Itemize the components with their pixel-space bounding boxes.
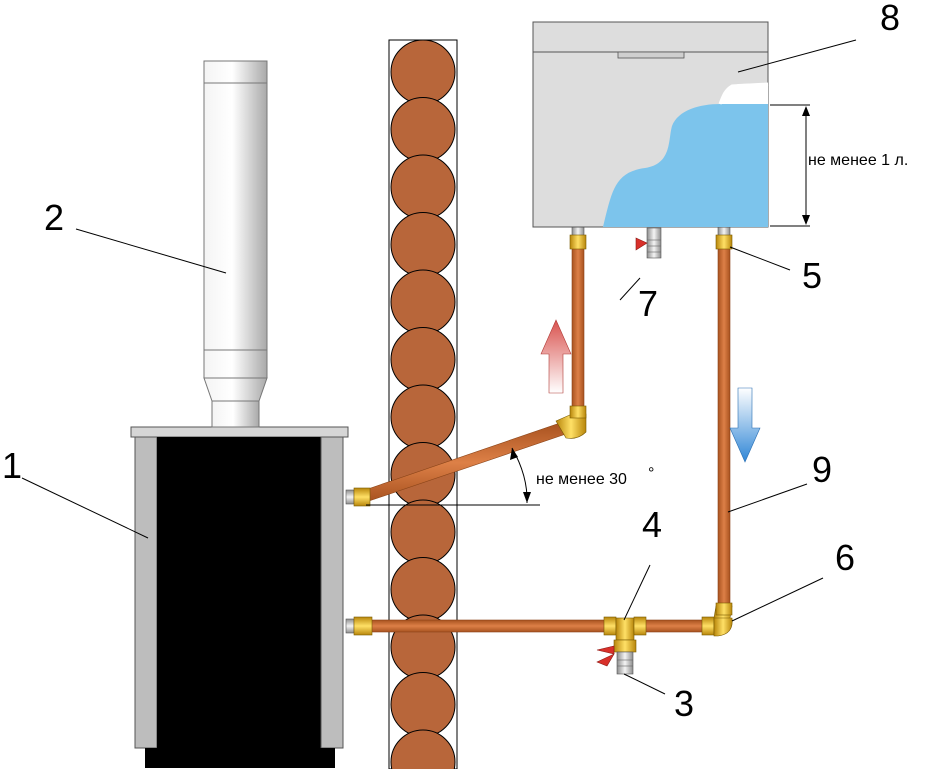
tee-body [615,617,635,641]
boiler-left-side [134,436,158,749]
return-pipe-vertical [717,245,731,617]
drain-valve-spout [616,651,634,675]
log-wall [388,39,458,769]
angle-note: не менее 30 [536,471,627,488]
label-tank-valve: 7 [638,283,658,324]
log [390,154,456,220]
fittings [345,225,733,675]
chimney-pipe [203,82,268,351]
drain-valve-body [613,639,637,653]
log [390,327,456,392]
level-dimension: не менее 1 л. [770,104,908,227]
tank-valve-handle [635,237,648,251]
log [390,672,456,737]
angle-dimension: не менее 30 ° [366,447,654,506]
label-pipe: 9 [812,449,832,490]
log [390,212,456,277]
boiler-upper-outlet-nipple [345,489,355,505]
boiler-top-plate [130,426,349,438]
label-tank: 8 [880,0,900,38]
boiler-body [157,437,321,748]
label-drain-valve: 3 [674,683,694,724]
return-pipe-horizontal [351,619,725,633]
log [390,97,456,162]
log [390,269,456,335]
chimney-top-cap [203,60,268,84]
label-boiler: 1 [2,445,22,486]
chimney-reducer [203,377,268,402]
tank-return-nut [715,234,733,250]
chimney-lower-sleeve [203,349,268,379]
hot-flow-arrow-up [540,319,572,394]
tee-left-nut [603,616,617,636]
log [390,39,456,105]
lower-elbow-top-nut [715,602,733,616]
tank-valve-body [646,227,662,259]
label-elbow: 6 [835,537,855,578]
number-labels: 1 2 3 4 5 6 7 8 9 [2,0,900,724]
supply-pipe-inclined [349,422,567,503]
tank-cutaway-white [720,83,768,104]
boiler-lower-outlet-nipple [345,618,355,634]
label-chimney: 2 [44,197,64,238]
angle-degree: ° [648,465,654,482]
chimney-collar [211,400,260,428]
label-tank-fitting: 5 [802,255,822,296]
boiler-upper-outlet-nut [353,487,371,507]
log [390,557,456,622]
cold-flow-arrow-down [729,387,761,463]
tee-right-nut [633,616,647,636]
upper-elbow [555,413,587,439]
log [390,384,456,450]
log [390,499,456,565]
tank-supply-nut [569,234,587,250]
tank-lid-slot [617,51,685,59]
drain-valve-handle [596,645,615,667]
boiler [130,426,349,768]
level-note: не менее 1 л. [808,152,908,169]
label-tee: 4 [642,504,662,545]
flow-arrows [540,319,761,463]
expansion-tank [532,21,769,228]
supply-pipe-vertical [571,245,585,419]
tank-water [603,104,768,227]
chimney [203,60,268,428]
leader-lines [21,39,857,695]
log [390,729,456,769]
lower-elbow-left-nut [701,616,715,636]
upper-elbow-nut [569,405,587,419]
boiler-right-side [320,436,344,749]
boiler-lower-outlet-nut [353,616,373,636]
boiler-base [145,748,335,768]
